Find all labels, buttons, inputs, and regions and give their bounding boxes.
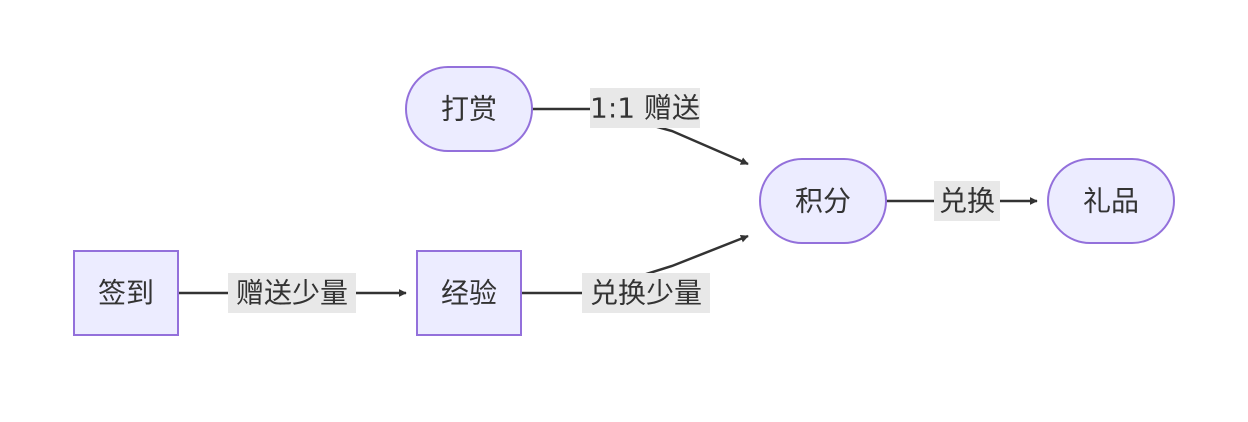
node-shape [1047,158,1175,244]
node-dashang: 打赏 [405,66,533,152]
node-lipin: 礼品 [1047,158,1175,244]
edge-label: 1:1 赠送 [590,92,700,125]
edge-label-bg [582,273,710,313]
node-label: 积分 [795,185,851,218]
node-label: 经验 [441,277,497,310]
node-jingyan: 经验 [416,250,522,336]
edge-label-bg [590,88,700,128]
node-label: 打赏 [441,93,497,126]
edge-label-bg [228,273,356,313]
edge-jingyan-to-jifen: 兑换少量 [522,234,749,313]
edge-dashang-to-jifen: 1:1 赠送 [532,88,749,166]
node-shape [73,250,179,336]
node-shape [416,250,522,336]
edge-label: 赠送少量 [236,277,348,310]
node-label: 签到 [98,277,154,310]
edge-label: 兑换少量 [590,277,702,310]
edge-label-bg [934,181,1000,221]
edge-jifen-to-lipin: 兑换 [886,181,1038,221]
edge-label: 兑换 [939,185,995,218]
node-label: 礼品 [1083,185,1139,218]
node-jifen: 积分 [759,158,887,244]
edge-qiandao-to-jingyan: 赠送少量 [178,273,407,313]
node-shape [759,158,887,244]
node-qiandao: 签到 [73,250,179,336]
node-shape [405,66,533,152]
